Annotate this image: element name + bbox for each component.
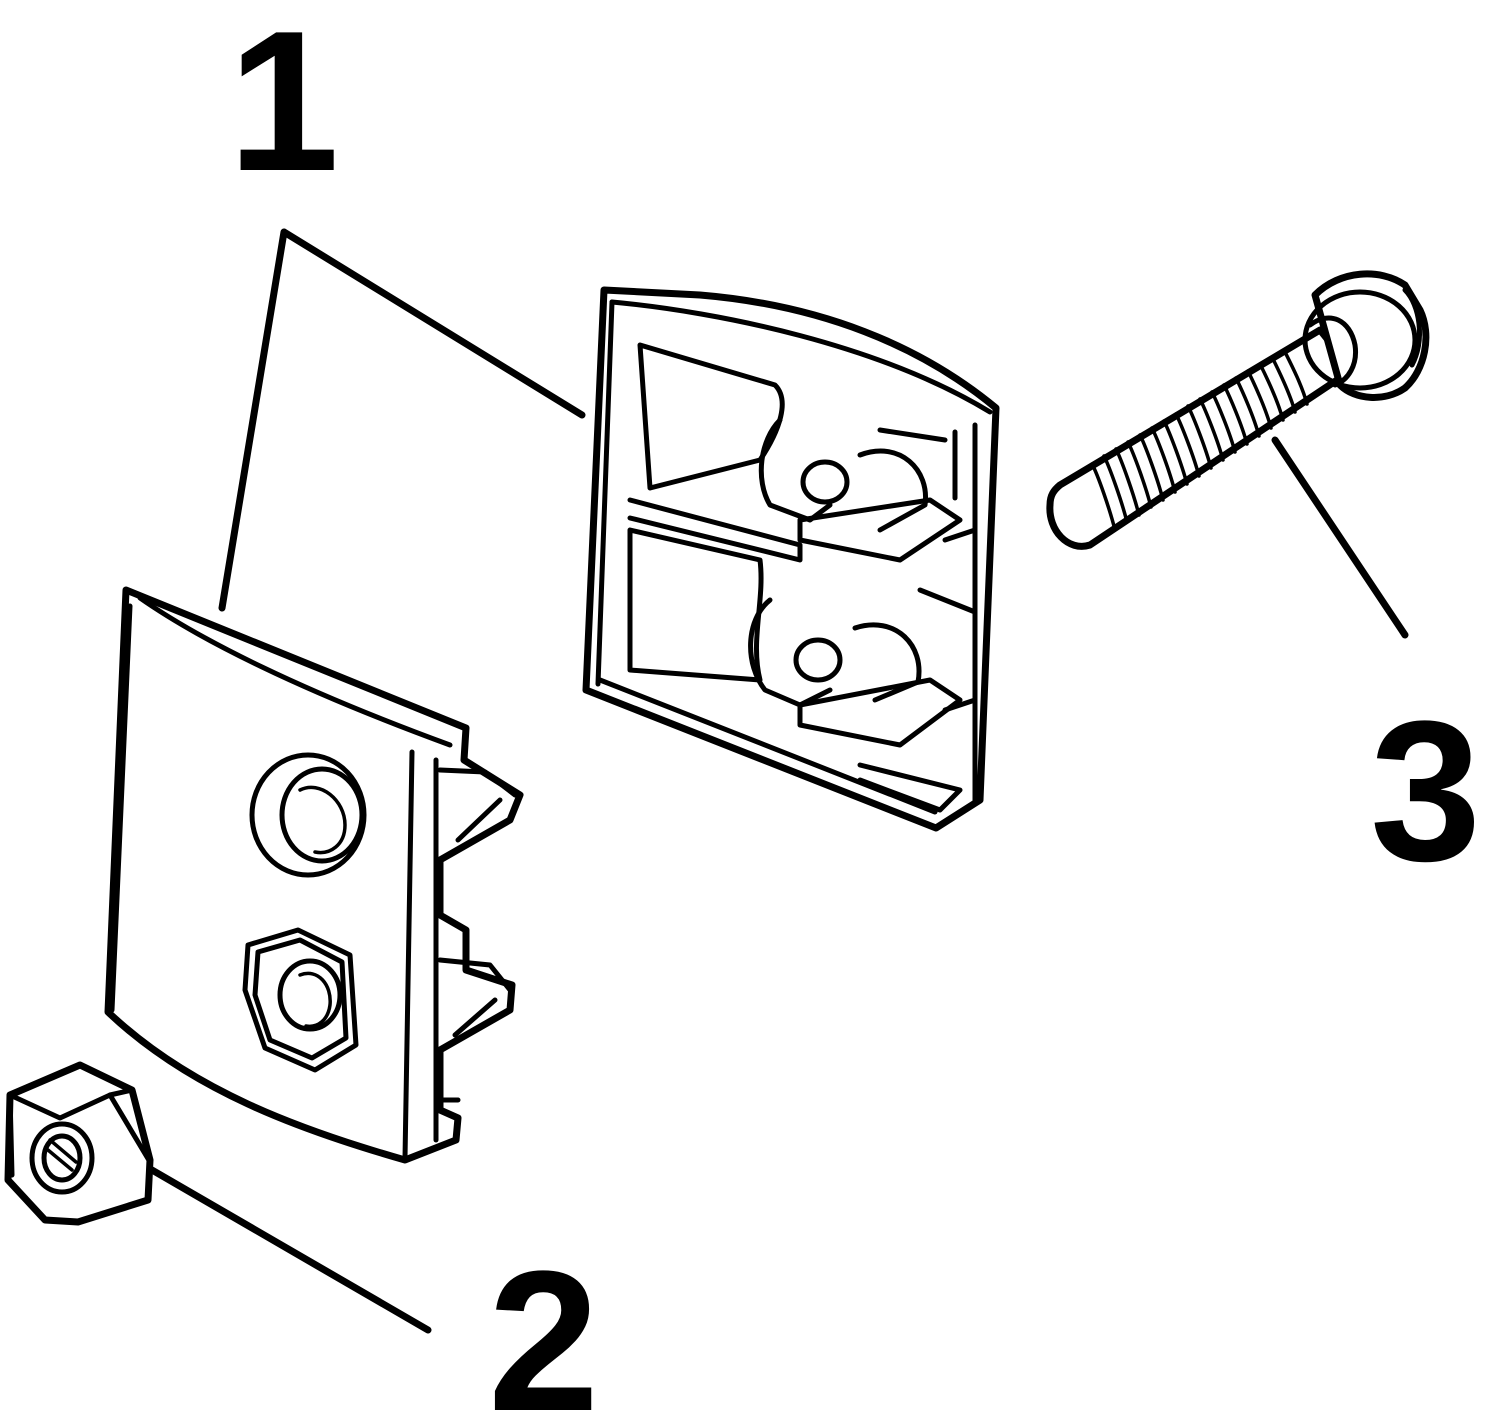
callout-2-label: 2 [488,1230,599,1426]
leader-line-2 [148,1166,432,1334]
callout-3-label: 3 [1370,680,1481,903]
hex-nut [4,1061,154,1226]
screw [1046,270,1430,550]
clamp-half-front [104,586,524,1164]
callout-1-label: 1 [228,0,339,213]
screw-thread [1090,348,1309,532]
clamp-half-rear [582,286,1000,832]
leader-line-1 [218,228,586,612]
leader-line-3 [1271,436,1409,639]
